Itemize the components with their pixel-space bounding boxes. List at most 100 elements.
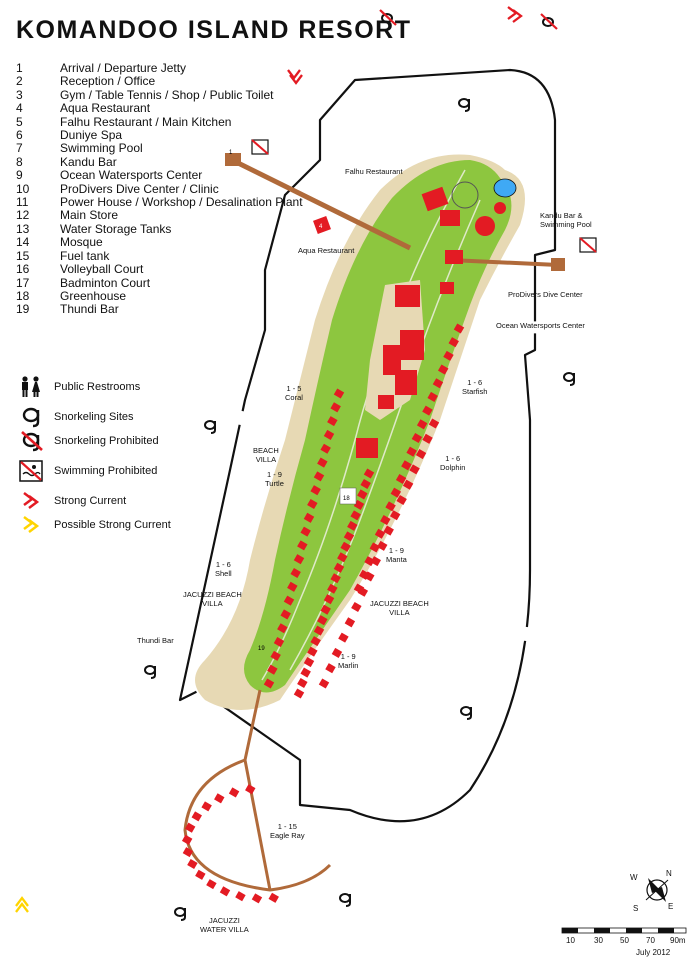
legend-item-number: 19 — [16, 302, 30, 317]
villa-roof — [182, 847, 194, 858]
legend-item-label: Ocean Watersports Center — [60, 168, 203, 183]
prodivers-jetty — [449, 258, 559, 267]
villa-roof — [380, 515, 391, 526]
snorkel-icon — [22, 407, 40, 428]
villa-roof — [344, 617, 356, 628]
villa-roof — [228, 787, 240, 798]
water-villa-arc — [183, 758, 332, 892]
legend-possible-current-label: Possible Strong Current — [54, 519, 171, 531]
villa-roof — [187, 858, 198, 870]
villa-roof — [357, 489, 368, 500]
villa-roof — [377, 540, 388, 551]
villa-roof — [307, 498, 318, 510]
villa-roof — [293, 554, 305, 565]
villa-roof — [432, 378, 444, 389]
villa-roof — [385, 501, 396, 512]
label-eagle-ray: 1 - 15 Eagle Ray — [270, 822, 305, 840]
villa-roof — [364, 556, 375, 567]
possible-current-icon — [15, 896, 29, 913]
label-jacuzzi-beach-left: JACUZZI BEACH VILLA — [183, 590, 242, 608]
legend-item: 11 Power House / Workshop / Desalination … — [16, 195, 303, 210]
villa-roof — [325, 663, 336, 674]
legend-item-number: 5 — [16, 114, 23, 129]
villa-roof — [360, 478, 371, 490]
legend-item-label: Aqua Restaurant — [60, 101, 151, 116]
legend-possible-current: Possible Strong Current — [16, 514, 171, 536]
legend-item-label: Volleyball Court — [60, 262, 144, 277]
villa-roof — [330, 402, 341, 413]
legend-item-label: Duniye Spa — [60, 128, 123, 143]
swimming-pool — [493, 178, 517, 198]
legend-swim-prohibited: Swimming Prohibited — [16, 460, 157, 482]
legend-item-label: Mosque — [60, 235, 103, 250]
strong-current-icon — [287, 6, 523, 85]
villa-roof — [268, 892, 279, 903]
label-ocean: Ocean Watersports Center — [496, 321, 585, 330]
legend-item-number: 11 — [16, 195, 29, 210]
villa-roof — [428, 418, 440, 429]
legend-item-label: Falhu Restaurant / Main Kitchen — [60, 114, 232, 129]
compass-west: W — [630, 873, 638, 882]
legend-item-number: 3 — [16, 87, 23, 102]
legend-item-number: 1 — [16, 61, 23, 75]
label-kandu: Kandu Bar & Swimming Pool — [540, 211, 592, 229]
villa-roof — [327, 416, 338, 427]
label-falhu: Falhu Restaurant — [345, 167, 403, 176]
villa-roof — [443, 350, 454, 361]
legend-item-label: Greenhouse — [60, 288, 127, 303]
villa-roof — [390, 487, 402, 498]
villa-roof — [297, 540, 308, 551]
villa-roof — [245, 784, 256, 795]
villa-roof — [317, 615, 328, 626]
label-manta: 1 - 9 Manta — [386, 546, 407, 564]
scale-label: 70 — [646, 936, 655, 945]
villa-roof — [453, 323, 465, 334]
villa-roof — [300, 667, 311, 678]
legend-snorkel-prohibited-label: Snorkeling Prohibited — [54, 435, 159, 447]
legend-item-number: 14 — [16, 235, 30, 250]
legend-item-label: Main Store — [60, 208, 119, 223]
villa-roof — [318, 678, 330, 689]
label-prodivers: ProDivers Dive Center — [508, 290, 583, 299]
central-buildings — [356, 186, 506, 458]
legend-item-number: 13 — [16, 221, 30, 236]
legend-strong-current: Strong Current — [16, 490, 126, 512]
jetty-marker: 1 — [229, 150, 233, 156]
label-beach-villa: BEACH VILLA — [253, 446, 279, 464]
label-aqua: Aqua Restaurant — [298, 246, 355, 255]
label-jacuzzi-beach-right: JACUZZI BEACH VILLA — [370, 599, 429, 617]
legend-item-number: 8 — [16, 154, 23, 169]
scale-label: 30 — [594, 936, 603, 945]
legend-item-number: 6 — [16, 128, 23, 143]
legend-snorkel-label: Snorkeling Sites — [54, 411, 134, 423]
snorkel-icon — [144, 98, 575, 921]
scale-label: 50 — [620, 936, 629, 945]
legend-strong-current-label: Strong Current — [54, 495, 127, 507]
legend-item: 14 Mosque — [16, 235, 303, 250]
villa-roof — [343, 531, 355, 542]
villa-roof — [195, 869, 206, 880]
villa-roof — [395, 473, 407, 485]
villa-roof — [409, 464, 420, 475]
villa-roof — [340, 541, 351, 552]
legend-item-label: Power House / Workshop / Desalination Pl… — [60, 195, 303, 210]
villa-roof — [280, 609, 291, 620]
label-starfish: 1 - 6 Starfish — [462, 378, 488, 396]
label-shell: 1 - 6 Shell — [215, 560, 232, 578]
restroom-icon — [22, 376, 40, 397]
villa-roof — [389, 510, 401, 521]
legend-item-number: 7 — [16, 141, 23, 156]
legend-item-number: 4 — [16, 101, 23, 116]
villa-roof — [330, 573, 341, 584]
villa-roof — [333, 562, 345, 573]
compass-east: E — [668, 902, 674, 911]
label-thundi: Thundi Bar — [137, 636, 174, 645]
villa-roof — [402, 479, 414, 490]
